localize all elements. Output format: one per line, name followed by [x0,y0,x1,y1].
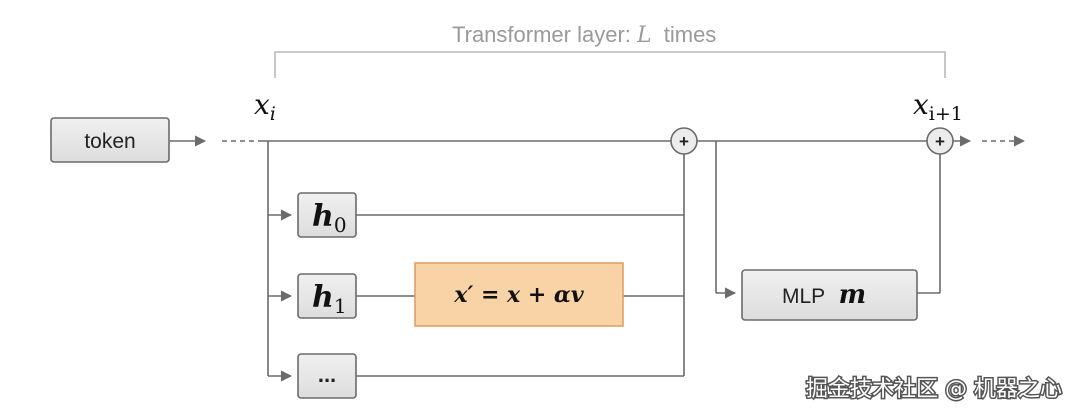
mlp-box: MLP m [741,269,918,321]
svg-text:+: + [935,132,945,151]
head-more-box: ... [297,353,357,399]
head-0-box: h0 [297,192,357,238]
add-node-2: + [926,127,954,155]
steering-formula: x′ = x + αv [453,282,583,308]
add-node-1: + [670,127,698,155]
svg-text:MLP m: MLP m [782,280,866,310]
svg-text:h0: h0 [312,199,347,237]
token-box: token [50,117,170,163]
watermark: 掘金技术社区 @ 机器之心 [806,377,1062,402]
svg-text:+: + [679,132,689,151]
token-label: token [84,130,135,153]
x-out-label: xi+1 [913,88,963,125]
svg-text:...: ... [318,362,336,387]
head-1-box: h1 [297,273,357,319]
layer-caption: Transformer layer: L times [452,22,716,48]
x-in-label: xi [254,88,276,125]
svg-text:h1: h1 [312,280,347,318]
layer-bracket [274,51,946,78]
steering-formula-box: x′ = x + αv [414,262,624,327]
